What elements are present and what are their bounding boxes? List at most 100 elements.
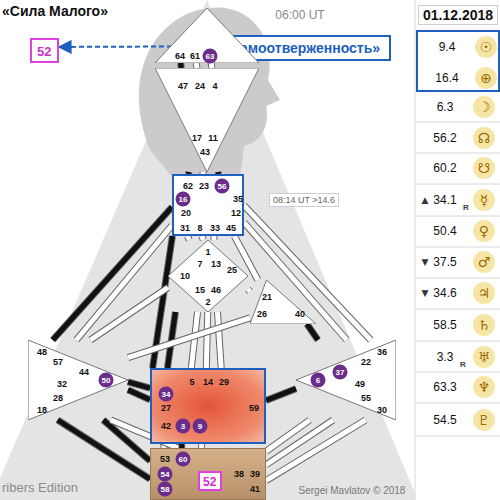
row-rule: [415, 184, 500, 185]
row-rule: [415, 122, 500, 123]
channel-fill: [211, 236, 216, 240]
retrograde-mark: R: [463, 203, 469, 212]
table-rules: [415, 0, 500, 500]
gate-line: 3.3: [437, 350, 454, 364]
gate-number: 41: [250, 484, 260, 494]
channel-outline: [266, 389, 296, 401]
planet-symbol: ☋: [473, 157, 495, 179]
channel-outline: [128, 390, 150, 400]
row-rule: [415, 309, 500, 310]
row-rule: [415, 436, 500, 437]
heart-center: 212640: [250, 280, 316, 324]
channel: [211, 63, 213, 68]
g-center: 1713102515462: [168, 240, 248, 312]
gate-number: 11: [208, 133, 218, 143]
planet-symbol: ☉: [475, 36, 497, 58]
gate-number: 21: [262, 292, 272, 302]
planet-symbol: ♄: [473, 314, 495, 336]
channel-fill: [206, 312, 207, 368]
ajna-center: 47244171143: [155, 68, 259, 172]
channel: [266, 420, 366, 481]
row-rule: [415, 403, 500, 404]
gate-number: 59: [249, 403, 259, 413]
gate-number: 62: [183, 181, 193, 191]
channel-outline: [206, 312, 207, 368]
time-note: 08:14 UT >14.6: [269, 193, 339, 207]
planet-symbol: ☿: [473, 189, 495, 211]
activated-gate: 63: [203, 49, 218, 64]
gate-number: 5: [189, 377, 194, 387]
channel-outline: [248, 289, 250, 291]
channel-outline: [58, 420, 150, 479]
gate-number: 48: [37, 347, 47, 357]
gate-number: 39: [250, 469, 260, 479]
channel: [180, 63, 182, 68]
gate-number: 55: [361, 393, 371, 403]
channel-fill: [244, 205, 371, 340]
activated-gate: 54: [158, 467, 173, 482]
body-triangle: [0, 0, 418, 500]
gate-number: 47: [178, 81, 188, 91]
channel-fill: [187, 236, 189, 240]
gate-number: 10: [180, 271, 190, 281]
channel: [196, 63, 198, 68]
channel-outline: [177, 63, 185, 68]
channel-fill: [307, 324, 318, 340]
planet-symbol: ☽: [473, 96, 495, 118]
channel: [128, 318, 250, 358]
channel-fill: [128, 318, 250, 358]
gate-number: 14: [203, 377, 213, 387]
center-outline: [250, 280, 316, 324]
channel: [206, 312, 207, 368]
planet-symbol: ♃: [473, 282, 495, 304]
gate-number: 15: [195, 285, 205, 295]
channel-outline: [244, 205, 371, 340]
gate-line: 16.4: [435, 71, 458, 85]
gate-number: 1: [205, 247, 210, 257]
retrograde-mark: R: [460, 360, 466, 369]
gate-number: 29: [219, 377, 229, 387]
gate-number: 61: [190, 51, 200, 61]
head-center: 64 6163: [155, 8, 259, 63]
gate-line: 54.5: [433, 413, 456, 427]
channel: [213, 236, 214, 240]
channel-outline: [217, 312, 221, 368]
gate-number: 31: [180, 223, 190, 233]
planet-symbol: ♂: [473, 251, 495, 273]
channel: [244, 222, 347, 340]
channel-outline: [202, 236, 204, 240]
activated-gate: 58: [158, 482, 173, 497]
gate-number: 12: [231, 208, 241, 218]
center-outline: [28, 340, 128, 420]
solar-plexus-center: 3622376495530: [296, 340, 396, 420]
activated-gate: 60: [176, 452, 191, 467]
gate-line: 9.4: [439, 40, 456, 54]
gate-number: 30: [377, 405, 387, 415]
planet-symbol: ⊕: [475, 67, 497, 89]
row-rule: [415, 372, 500, 373]
gate-line: 60.2: [433, 161, 456, 175]
channel: [187, 236, 189, 240]
time-label: 06:00 UT: [275, 8, 324, 22]
gate-line: 34.6: [433, 286, 456, 300]
activated-gate: 6: [311, 373, 326, 388]
gate-number: 64: [175, 51, 185, 61]
channel-outline: [266, 420, 366, 481]
box-text: 52: [37, 44, 51, 59]
activated-gate: 37: [333, 365, 348, 380]
channel: [248, 289, 250, 291]
planet-panel: [415, 0, 500, 500]
activated-gate: 3: [176, 419, 191, 434]
gate-number: 36: [377, 347, 387, 357]
direction-mark: ▼: [422, 288, 429, 298]
gate-number: 45: [226, 223, 236, 233]
throat-center: 622356163520123183345: [172, 174, 244, 236]
gate-number: 24: [195, 81, 205, 91]
channel-outline: [187, 236, 189, 240]
watermark: ribers Edition: [2, 480, 78, 495]
channel-fill: [202, 236, 204, 240]
channel-outline: [210, 236, 217, 240]
channel-fill: [209, 63, 215, 68]
gate-number: 49: [355, 379, 365, 389]
gate-number: 13: [211, 259, 221, 269]
